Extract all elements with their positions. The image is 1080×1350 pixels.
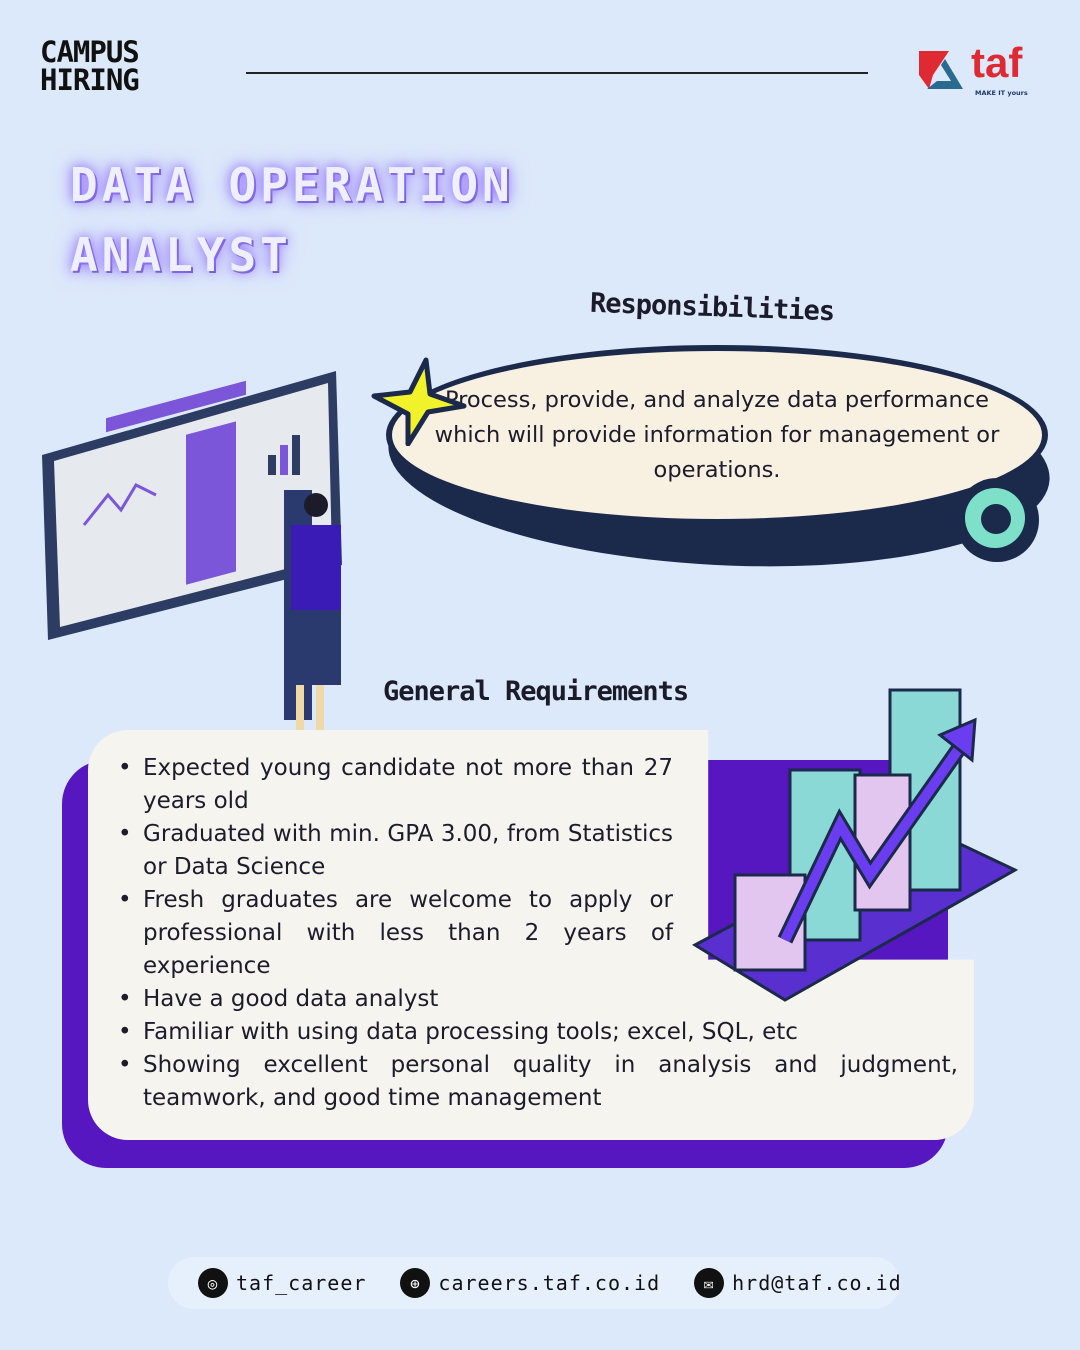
email-link[interactable]: ✉ hrd@taf.co.id — [694, 1268, 902, 1298]
responsibilities-text: Process, provide, and analyze data perfo… — [434, 386, 1000, 483]
instagram-link[interactable]: ◎ taf_career — [198, 1268, 366, 1298]
job-title-line: DATA OPERATION — [70, 158, 514, 212]
dashboard-illustration — [42, 371, 342, 730]
list-item: Graduated with min. GPA 3.00, from Stati… — [118, 818, 673, 884]
list-item: Have a good data analyst — [118, 983, 958, 1016]
mail-icon: ✉ — [694, 1268, 725, 1298]
responsibilities-heading: Responsibilities — [589, 287, 835, 328]
hiring-line: HIRING — [40, 63, 140, 97]
website-url: careers.taf.co.id — [438, 1271, 661, 1295]
logo-tagline: MAKE IT yours — [975, 89, 1028, 97]
list-item: Fresh graduates are welcome to apply or … — [118, 884, 673, 983]
list-item: Expected young candidate not more than 2… — [118, 752, 673, 818]
campus-line: CAMPUS — [40, 35, 140, 69]
requirements-list: Expected young candidate not more than 2… — [118, 752, 958, 1115]
email-address: hrd@taf.co.id — [732, 1271, 902, 1295]
list-item: Familiar with using data processing tool… — [118, 1016, 958, 1049]
taf-logo: taf MAKE IT yours — [915, 39, 1040, 110]
campus-hiring-label: CAMPUS HIRING — [40, 35, 140, 97]
responsibilities-bubble: Process, provide, and analyze data perfo… — [386, 345, 1048, 525]
header-divider — [246, 72, 868, 74]
job-title-line: ANALYST — [70, 228, 292, 282]
sparkle-icon — [371, 357, 467, 446]
instagram-handle: taf_career — [236, 1271, 367, 1295]
requirements-heading: General Requirements — [383, 676, 689, 707]
website-link[interactable]: ⊕ careers.taf.co.id — [400, 1268, 660, 1298]
instagram-icon: ◎ — [198, 1268, 228, 1298]
globe-icon: ⊕ — [400, 1268, 431, 1298]
ring-decoration — [955, 478, 1039, 562]
contact-bar: ◎ taf_career ⊕ careers.taf.co.id ✉ hrd@taf.… — [168, 1257, 902, 1309]
logo-text: taf — [971, 39, 1023, 86]
taf-logo-icon — [919, 51, 963, 89]
job-title: DATA OPERATION ANALYST — [70, 150, 514, 290]
list-item: Showing excellent personal quality in an… — [118, 1049, 958, 1115]
bar-chart-illustration — [691, 688, 1019, 1002]
